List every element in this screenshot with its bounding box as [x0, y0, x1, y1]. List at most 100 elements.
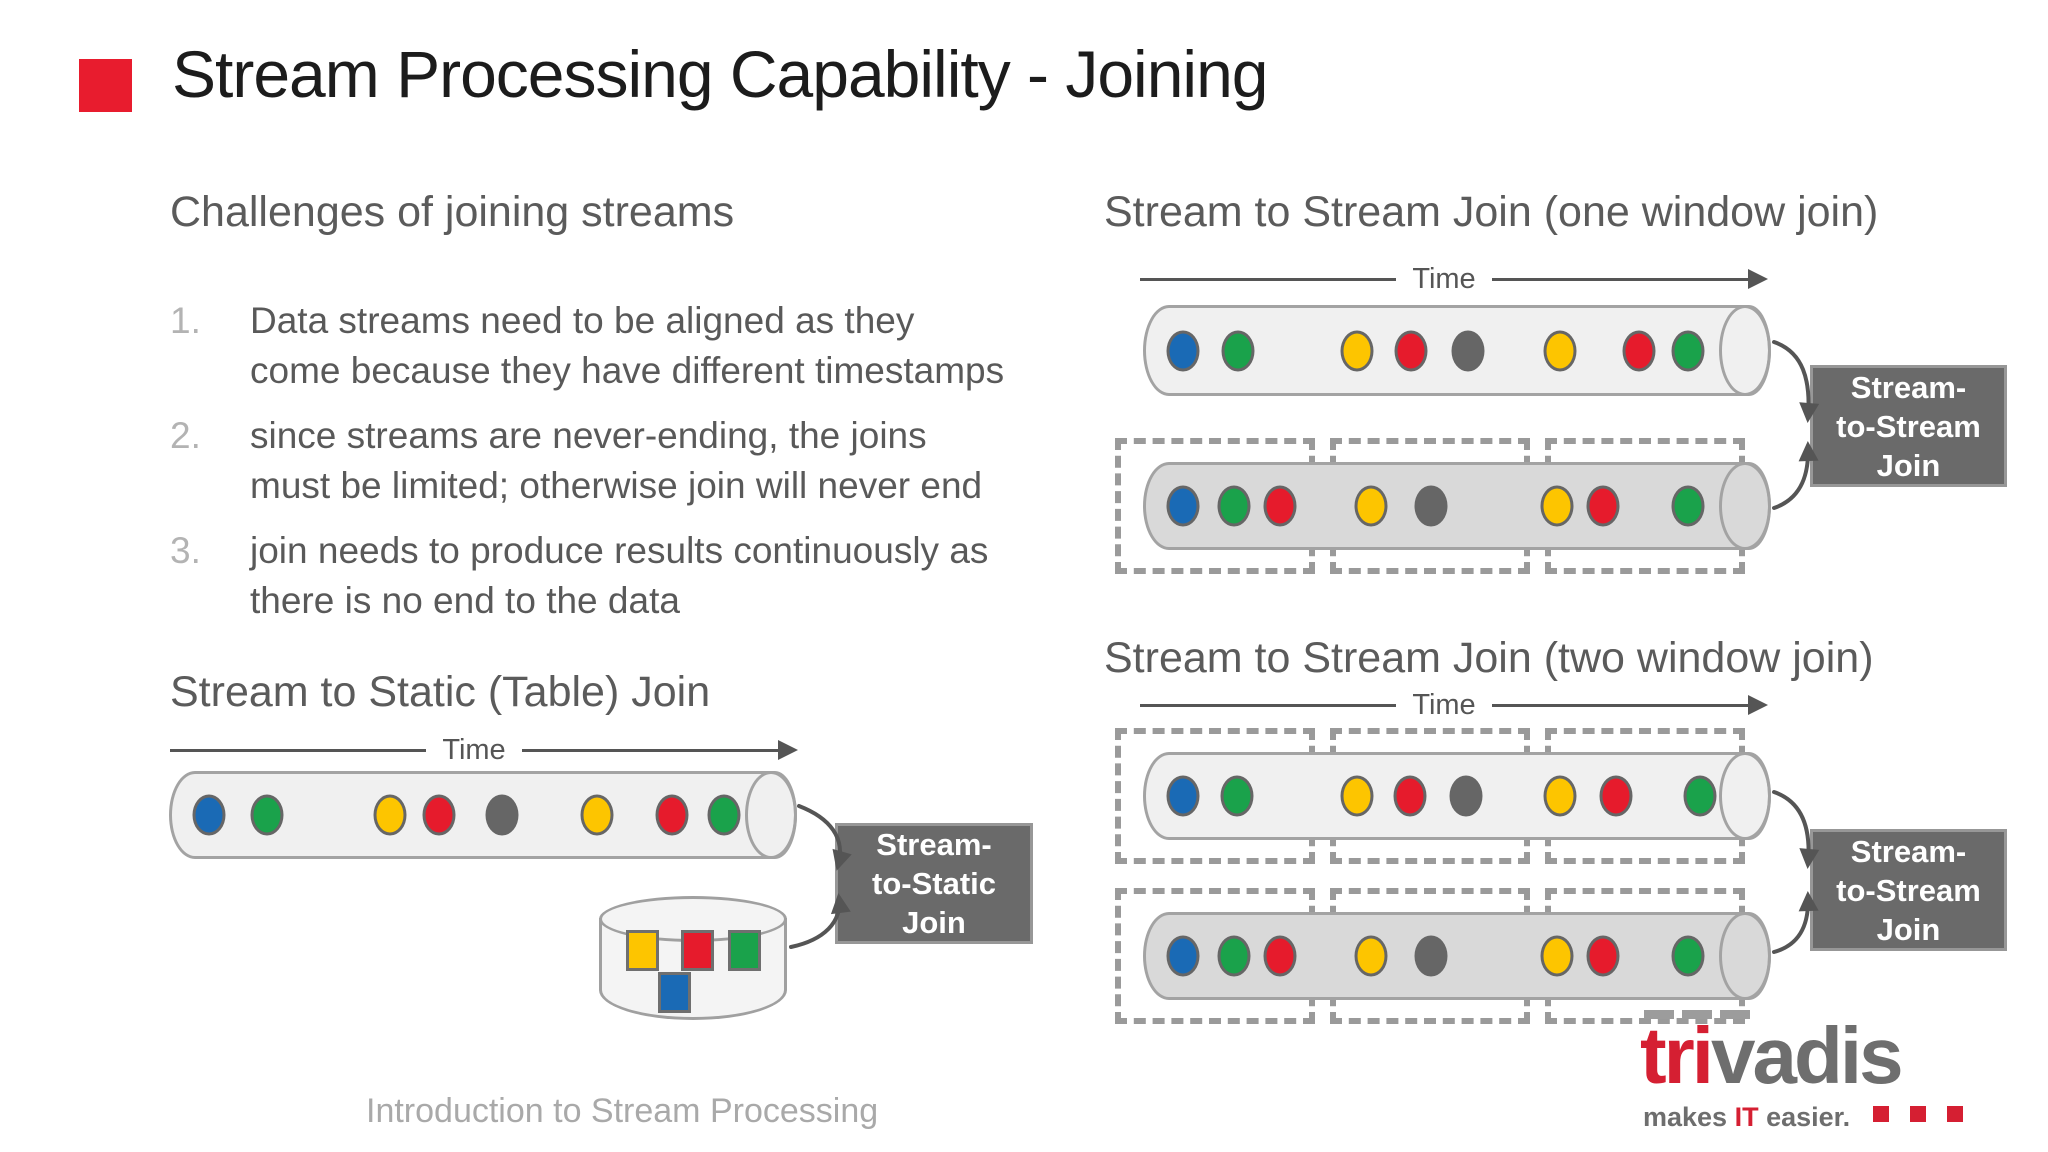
- logo-red-square-icon: [1947, 1106, 1963, 1122]
- list-text-line: must be limited; otherwise join will nev…: [250, 465, 983, 506]
- gray-event-dot: [1449, 775, 1483, 817]
- time-axis-line: [1140, 277, 1397, 281]
- time-axis-label: Time: [1412, 262, 1476, 295]
- gray-event-dot: [1451, 330, 1485, 371]
- logo-wordmark: trivadis: [1640, 1016, 1904, 1096]
- tagline-text: easier.: [1758, 1102, 1851, 1132]
- red-event-dot: [1393, 775, 1427, 817]
- green-event-dot: [1220, 775, 1254, 817]
- arrowhead-icon: [778, 740, 798, 760]
- join-box-label-line: Stream-: [1850, 369, 1967, 405]
- list-item: 1. Data streams need to be aligned as th…: [170, 296, 1100, 396]
- join-box-label-line: to-Static: [872, 866, 996, 901]
- one-window-join-box: Stream- to-Stream Join: [1810, 365, 2007, 487]
- list-text-line: come because they have different timesta…: [250, 350, 1005, 391]
- list-text-line: there is no end to the data: [250, 580, 680, 621]
- green-event-dot: [250, 794, 284, 836]
- two-window-join-box: Stream- to-Stream Join: [1810, 829, 2007, 951]
- green-event-dot: [1671, 485, 1705, 527]
- page-title: Stream Processing Capability - Joining: [172, 37, 1269, 111]
- yellow-event-dot: [580, 794, 614, 836]
- list-text: Data streams need to be aligned as they …: [250, 296, 1004, 396]
- gray-event-dot: [1414, 935, 1448, 977]
- time-axis-label: Time: [1412, 688, 1476, 721]
- gray-event-dot: [1414, 485, 1448, 527]
- logo-word-tri: tri: [1640, 1011, 1714, 1100]
- title-accent-square: [79, 59, 132, 112]
- challenges-list: 1. Data streams need to be aligned as th…: [170, 296, 1100, 641]
- time-axis-arrow: Time: [1140, 262, 1768, 295]
- blue-event-dot: [1166, 330, 1200, 371]
- red-event-dot: [1586, 935, 1620, 977]
- yellow-event-dot: [1543, 330, 1577, 371]
- yellow-event-dot: [373, 794, 407, 836]
- list-text-line: join needs to produce results continuous…: [250, 530, 989, 571]
- list-number: 1.: [170, 300, 201, 341]
- time-axis-label: Time: [442, 733, 506, 766]
- green-event-dot: [1671, 330, 1705, 371]
- list-number: 2.: [170, 415, 201, 456]
- time-axis-line: [170, 748, 427, 752]
- list-item: 2. since streams are never-ending, the j…: [170, 411, 1100, 511]
- join-box-label-line: Stream-: [876, 827, 992, 862]
- two-window-join-heading: Stream to Stream Join (two window join): [1104, 634, 1874, 682]
- red-event-dot: [1263, 485, 1297, 527]
- blue-event-dot: [1166, 935, 1200, 977]
- arrow-stream-bottom-to-join-box-1: [1772, 441, 1819, 510]
- green-event-dot: [1217, 935, 1251, 977]
- arrow-stream-to-static-box: [797, 804, 852, 871]
- arrow-stream-bottom-to-join-box-2: [1772, 891, 1819, 954]
- footer-title: Introduction to Stream Processing: [366, 1092, 879, 1130]
- logo-word-vadis: vadis: [1711, 1011, 1904, 1100]
- yellow-event-dot: [1540, 485, 1574, 527]
- list-text: join needs to produce results continuous…: [250, 526, 988, 626]
- red-record-square: [681, 930, 714, 971]
- red-event-dot: [655, 794, 689, 836]
- arrowhead-icon: [1748, 269, 1768, 289]
- database-cylinder-icon: [599, 896, 787, 1020]
- red-event-dot: [1394, 330, 1428, 371]
- arrow-stream-top-to-join-box-2: [1772, 790, 1820, 869]
- red-event-dot: [1599, 775, 1633, 817]
- green-record-square: [728, 930, 761, 971]
- time-axis-line: [1491, 277, 1748, 281]
- arrowhead-icon: [1748, 695, 1768, 715]
- one-window-stream-top-cylinder: [1143, 305, 1771, 396]
- logo-tagline: makes IT easier.: [1643, 1102, 1850, 1133]
- join-box-label-line: Stream-: [1850, 833, 1967, 869]
- two-window-stream-bottom-cylinder: [1143, 912, 1771, 1000]
- yellow-event-dot: [1543, 775, 1577, 817]
- red-event-dot: [1586, 485, 1620, 527]
- join-box-label-line: to-Stream: [1836, 408, 1981, 444]
- logo-dash-icon: [1720, 1010, 1750, 1019]
- static-join-stream-cylinder: [169, 771, 797, 859]
- time-axis-line: [1140, 703, 1397, 707]
- green-event-dot: [1671, 935, 1705, 977]
- list-item: 3. join needs to produce results continu…: [170, 526, 1100, 626]
- logo-dash-icon: [1682, 1010, 1712, 1019]
- yellow-record-square: [626, 930, 659, 971]
- blue-event-dot: [1166, 775, 1200, 817]
- logo-dash-icon: [1644, 1010, 1674, 1019]
- logo-red-square-icon: [1910, 1106, 1926, 1122]
- blue-event-dot: [192, 794, 226, 836]
- list-text-line: since streams are never-ending, the join…: [250, 415, 927, 456]
- yellow-event-dot: [1340, 775, 1374, 817]
- green-event-dot: [707, 794, 741, 836]
- red-event-dot: [1622, 330, 1656, 371]
- list-text-line: Data streams need to be aligned as they: [250, 300, 915, 341]
- time-axis-arrow: Time: [1140, 688, 1768, 721]
- green-event-dot: [1217, 485, 1251, 527]
- join-box-label-line: to-Stream: [1836, 872, 1981, 908]
- blue-record-square: [658, 972, 691, 1013]
- red-event-dot: [1263, 935, 1297, 977]
- two-window-stream-top-cylinder: [1143, 752, 1771, 840]
- yellow-event-dot: [1354, 935, 1388, 977]
- list-number: 3.: [170, 530, 201, 571]
- green-event-dot: [1683, 775, 1717, 817]
- stream-to-static-heading: Stream to Static (Table) Join: [170, 668, 711, 716]
- red-event-dot: [422, 794, 456, 836]
- tagline-text: makes: [1643, 1102, 1735, 1132]
- join-box-label-line: Join: [1876, 447, 1941, 483]
